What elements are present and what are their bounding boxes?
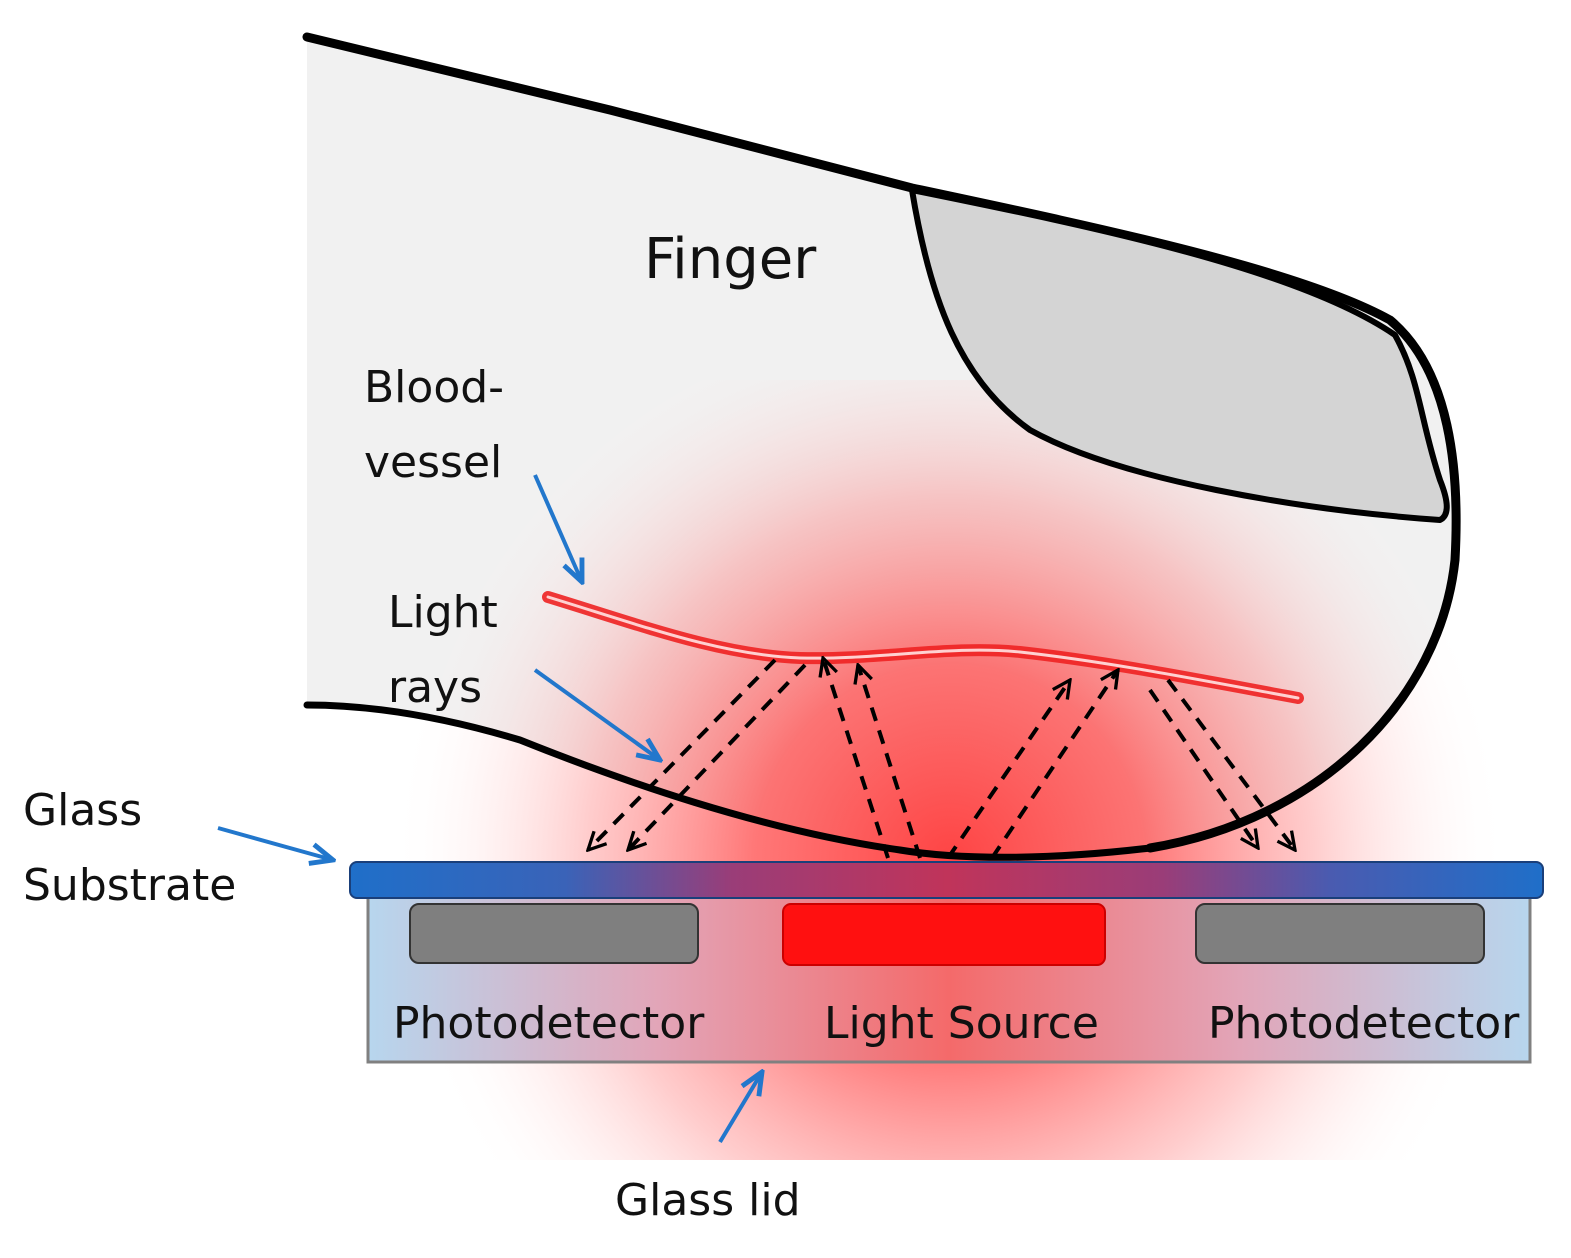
glass-substrate-pointer-arrow [217, 826, 333, 860]
blood-vessel [542, 591, 1304, 704]
blood-vessel-label-line2: vessel [364, 437, 502, 488]
light-rays [588, 658, 1295, 860]
ray-center-up-2 [858, 665, 922, 859]
photodetector-left [409, 903, 699, 964]
photodetector-right [1195, 903, 1485, 964]
blood-vessel-label-line1: Blood- [364, 362, 504, 413]
fingernail [909, 187, 1450, 523]
ray-left-inner [628, 663, 807, 850]
glass-substrate-label-line1: Glass [23, 785, 142, 836]
ray-right-inner [1166, 678, 1295, 850]
light-source-label: Light Source [824, 998, 1099, 1049]
glass-substrate [349, 861, 1544, 899]
blood-vessel-pointer-arrow [533, 474, 582, 582]
photodetector-right-label: Photodetector [1208, 998, 1520, 1049]
pointer-arrows [217, 474, 762, 1144]
ray-left-outer [588, 658, 777, 850]
light-rays-label-line1: Light [388, 587, 498, 638]
glass-lid-label: Glass lid [615, 1175, 801, 1226]
light-rays-pointer-arrow [533, 668, 660, 760]
glass-lid-pointer-arrow [718, 1072, 762, 1144]
finger-label: Finger [644, 227, 817, 292]
light-source [782, 903, 1106, 966]
ray-right-outer [1148, 688, 1258, 848]
light-rays-label-line2: rays [388, 662, 482, 713]
ray-center-up-3 [946, 680, 1070, 860]
glass-substrate-label-line2: Substrate [23, 860, 236, 911]
ray-center-up-1 [823, 658, 890, 859]
ray-center-up-4 [990, 670, 1118, 860]
finger-bottom-outline [303, 701, 1154, 861]
photodetector-left-label: Photodetector [393, 998, 705, 1049]
